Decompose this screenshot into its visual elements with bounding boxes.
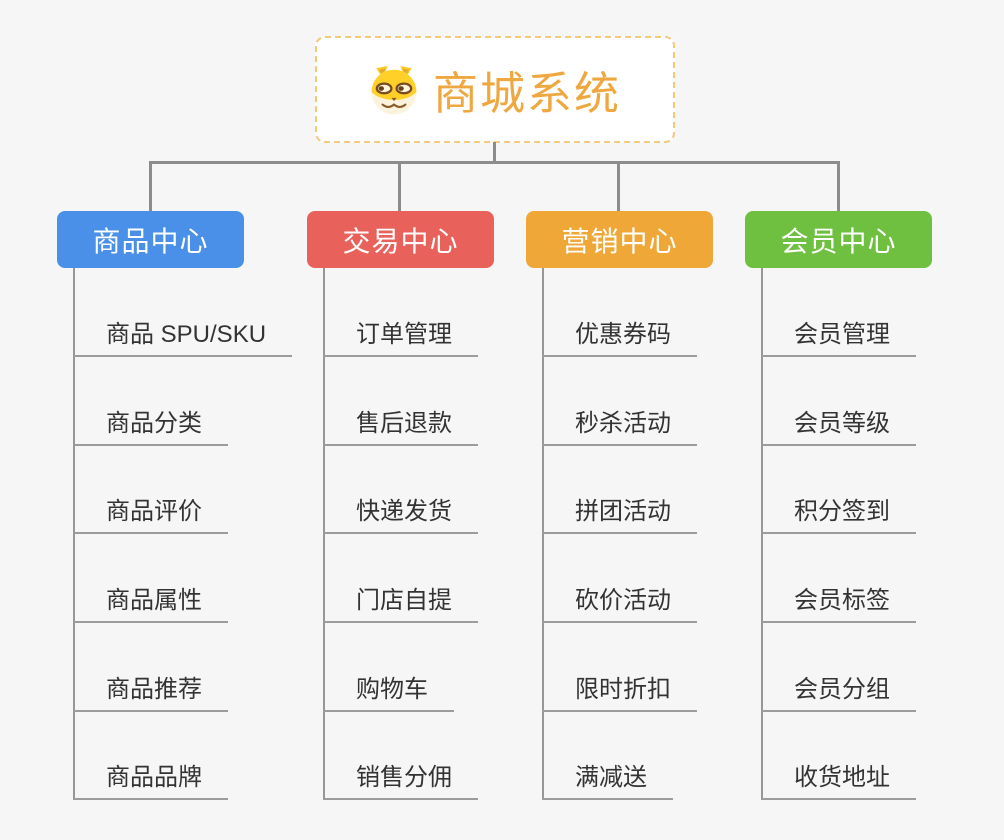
leaf-node[interactable]: 商品推荐 xyxy=(73,674,228,713)
leaf-node[interactable]: 秒杀活动 xyxy=(542,408,697,447)
leaf-node[interactable]: 销售分佣 xyxy=(323,762,478,801)
leaf-node[interactable]: 门店自提 xyxy=(323,585,478,624)
leaf-node[interactable]: 积分签到 xyxy=(761,496,916,535)
branch-node-label: 营销中心 xyxy=(561,225,678,257)
leaf-node[interactable]: 商品品牌 xyxy=(73,762,228,801)
leaf-node[interactable]: 会员等级 xyxy=(761,408,916,447)
root-node-label: 商城系统 xyxy=(432,68,621,119)
branch-node-label: 交易中心 xyxy=(342,225,459,257)
doge-face-icon xyxy=(369,65,419,115)
leaf-node[interactable]: 会员管理 xyxy=(761,319,916,358)
branch-node[interactable]: 会员中心 xyxy=(745,211,932,268)
leaf-node[interactable]: 拼团活动 xyxy=(542,496,697,535)
root-stem-connector xyxy=(493,142,496,163)
branch-node[interactable]: 营销中心 xyxy=(526,211,713,268)
leaf-node[interactable]: 优惠券码 xyxy=(542,319,697,358)
leaf-node[interactable]: 满减送 xyxy=(542,762,673,801)
branch-node[interactable]: 商品中心 xyxy=(57,211,244,268)
leaf-node[interactable]: 售后退款 xyxy=(323,408,478,447)
branch-node[interactable]: 交易中心 xyxy=(307,211,494,268)
branch-drop-connector xyxy=(149,161,152,212)
branch-node-label: 会员中心 xyxy=(780,225,897,257)
leaf-node[interactable]: 限时折扣 xyxy=(542,674,697,713)
leaf-node[interactable]: 收货地址 xyxy=(761,762,916,801)
root-node[interactable]: 商城系统 xyxy=(315,36,675,143)
bus-connector xyxy=(149,161,840,164)
leaf-node[interactable]: 会员标签 xyxy=(761,585,916,624)
branch-drop-connector xyxy=(617,161,620,212)
leaf-node[interactable]: 商品评价 xyxy=(73,496,228,535)
leaf-node[interactable]: 快递发货 xyxy=(323,496,478,535)
branch-drop-connector xyxy=(837,161,840,212)
leaf-node[interactable]: 订单管理 xyxy=(323,319,478,358)
branch-drop-connector xyxy=(398,161,401,212)
leaf-node[interactable]: 会员分组 xyxy=(761,674,916,713)
leaf-node[interactable]: 砍价活动 xyxy=(542,585,697,624)
leaf-node[interactable]: 商品属性 xyxy=(73,585,228,624)
leaf-node[interactable]: 商品 SPU/SKU xyxy=(73,319,293,358)
leaf-node[interactable]: 商品分类 xyxy=(73,408,228,447)
leaf-node[interactable]: 购物车 xyxy=(323,674,454,713)
branch-node-label: 商品中心 xyxy=(92,225,209,257)
